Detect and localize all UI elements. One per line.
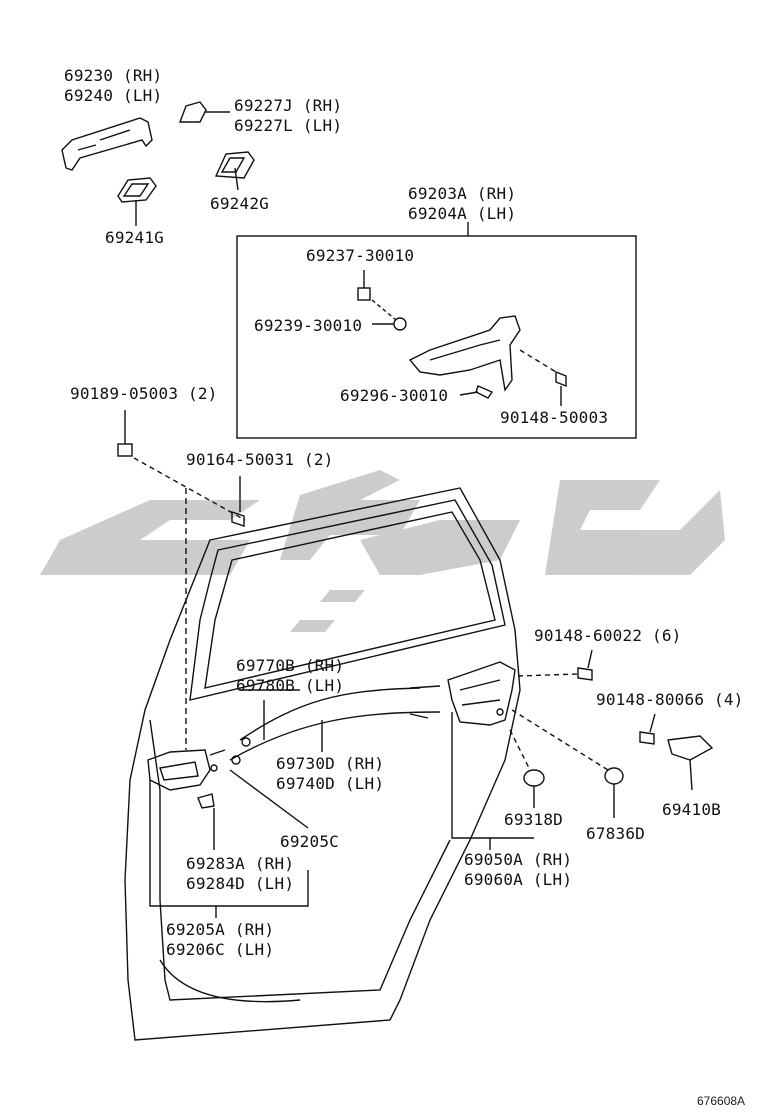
cable-69770 [239, 687, 421, 741]
cap-69318-drawing [523, 769, 545, 787]
handle-cap-drawing [178, 101, 207, 123]
part-label-69241G[interactable]: 69241G [105, 228, 164, 247]
part-label-69237[interactable]: 69237-30010 [306, 246, 415, 265]
part-label-69227L[interactable]: 69227L (LH) [234, 116, 343, 135]
inside-handle-drawing [147, 749, 211, 791]
part-label-69780B[interactable]: 69780B (LH) [236, 676, 345, 695]
part-label-69060A[interactable]: 69060A (LH) [464, 870, 573, 889]
handle-frame-drawing [408, 315, 521, 392]
part-label-90148-80066[interactable]: 90148-80066 (4) [596, 690, 744, 709]
part-label-69240[interactable]: 69240 (LH) [64, 86, 163, 105]
part-label-69283A[interactable]: 69283A (RH) [186, 854, 295, 873]
outside-handle-drawing [61, 117, 153, 171]
grommet-69283-drawing [197, 793, 215, 809]
part-label-69203A[interactable]: 69203A (RH) [408, 184, 517, 203]
pad-drawing [117, 177, 157, 203]
striker-drawing [667, 735, 714, 761]
watermark-logo [40, 470, 725, 632]
screw-drawing [475, 385, 494, 399]
figure-code: 676608A [697, 1094, 746, 1108]
grommet-drawing [214, 151, 255, 179]
part-label-69740D[interactable]: 69740D (LH) [276, 774, 385, 793]
part-label-69204A[interactable]: 69204A (LH) [408, 204, 517, 223]
part-label-69230[interactable]: 69230 (RH) [64, 66, 163, 85]
part-label-69770B[interactable]: 69770B (RH) [236, 656, 345, 675]
subassembly-box [236, 235, 637, 439]
part-label-90148-50003[interactable]: 90148-50003 [500, 408, 609, 427]
part-label-90189[interactable]: 90189-05003 (2) [70, 384, 218, 403]
part-label-69050A[interactable]: 69050A (RH) [464, 850, 573, 869]
screw-60022-drawing [577, 667, 593, 681]
cable-69730 [229, 711, 441, 761]
part-label-69296[interactable]: 69296-30010 [340, 386, 449, 405]
part-label-69205A[interactable]: 69205A (RH) [166, 920, 275, 939]
part-label-69206C[interactable]: 69206C (LH) [166, 940, 275, 959]
clip-90189-drawing [117, 443, 133, 457]
door-lock-drawing [447, 661, 516, 726]
part-label-90164[interactable]: 90164-50031 (2) [186, 450, 334, 469]
part-label-69318D[interactable]: 69318D [504, 810, 563, 829]
part-label-69239[interactable]: 69239-30010 [254, 316, 363, 335]
part-label-69227J[interactable]: 69227J (RH) [234, 96, 343, 115]
part-label-67836D[interactable]: 67836D [586, 824, 645, 843]
part-label-69205C[interactable]: 69205C [280, 832, 339, 851]
screw-90164-drawing [231, 511, 245, 527]
door-outline [124, 487, 521, 1041]
part-label-69730D[interactable]: 69730D (RH) [276, 754, 385, 773]
part-label-69242G[interactable]: 69242G [210, 194, 269, 213]
part-label-90148-60022[interactable]: 90148-60022 (6) [534, 626, 682, 645]
part-label-69284D[interactable]: 69284D (LH) [186, 874, 295, 893]
clip-drawing [357, 287, 371, 301]
part-label-69410B[interactable]: 69410B [662, 800, 721, 819]
plug-67836-drawing [604, 767, 624, 785]
bolt-drawing [555, 370, 567, 388]
screw-80066-drawing [639, 731, 655, 745]
